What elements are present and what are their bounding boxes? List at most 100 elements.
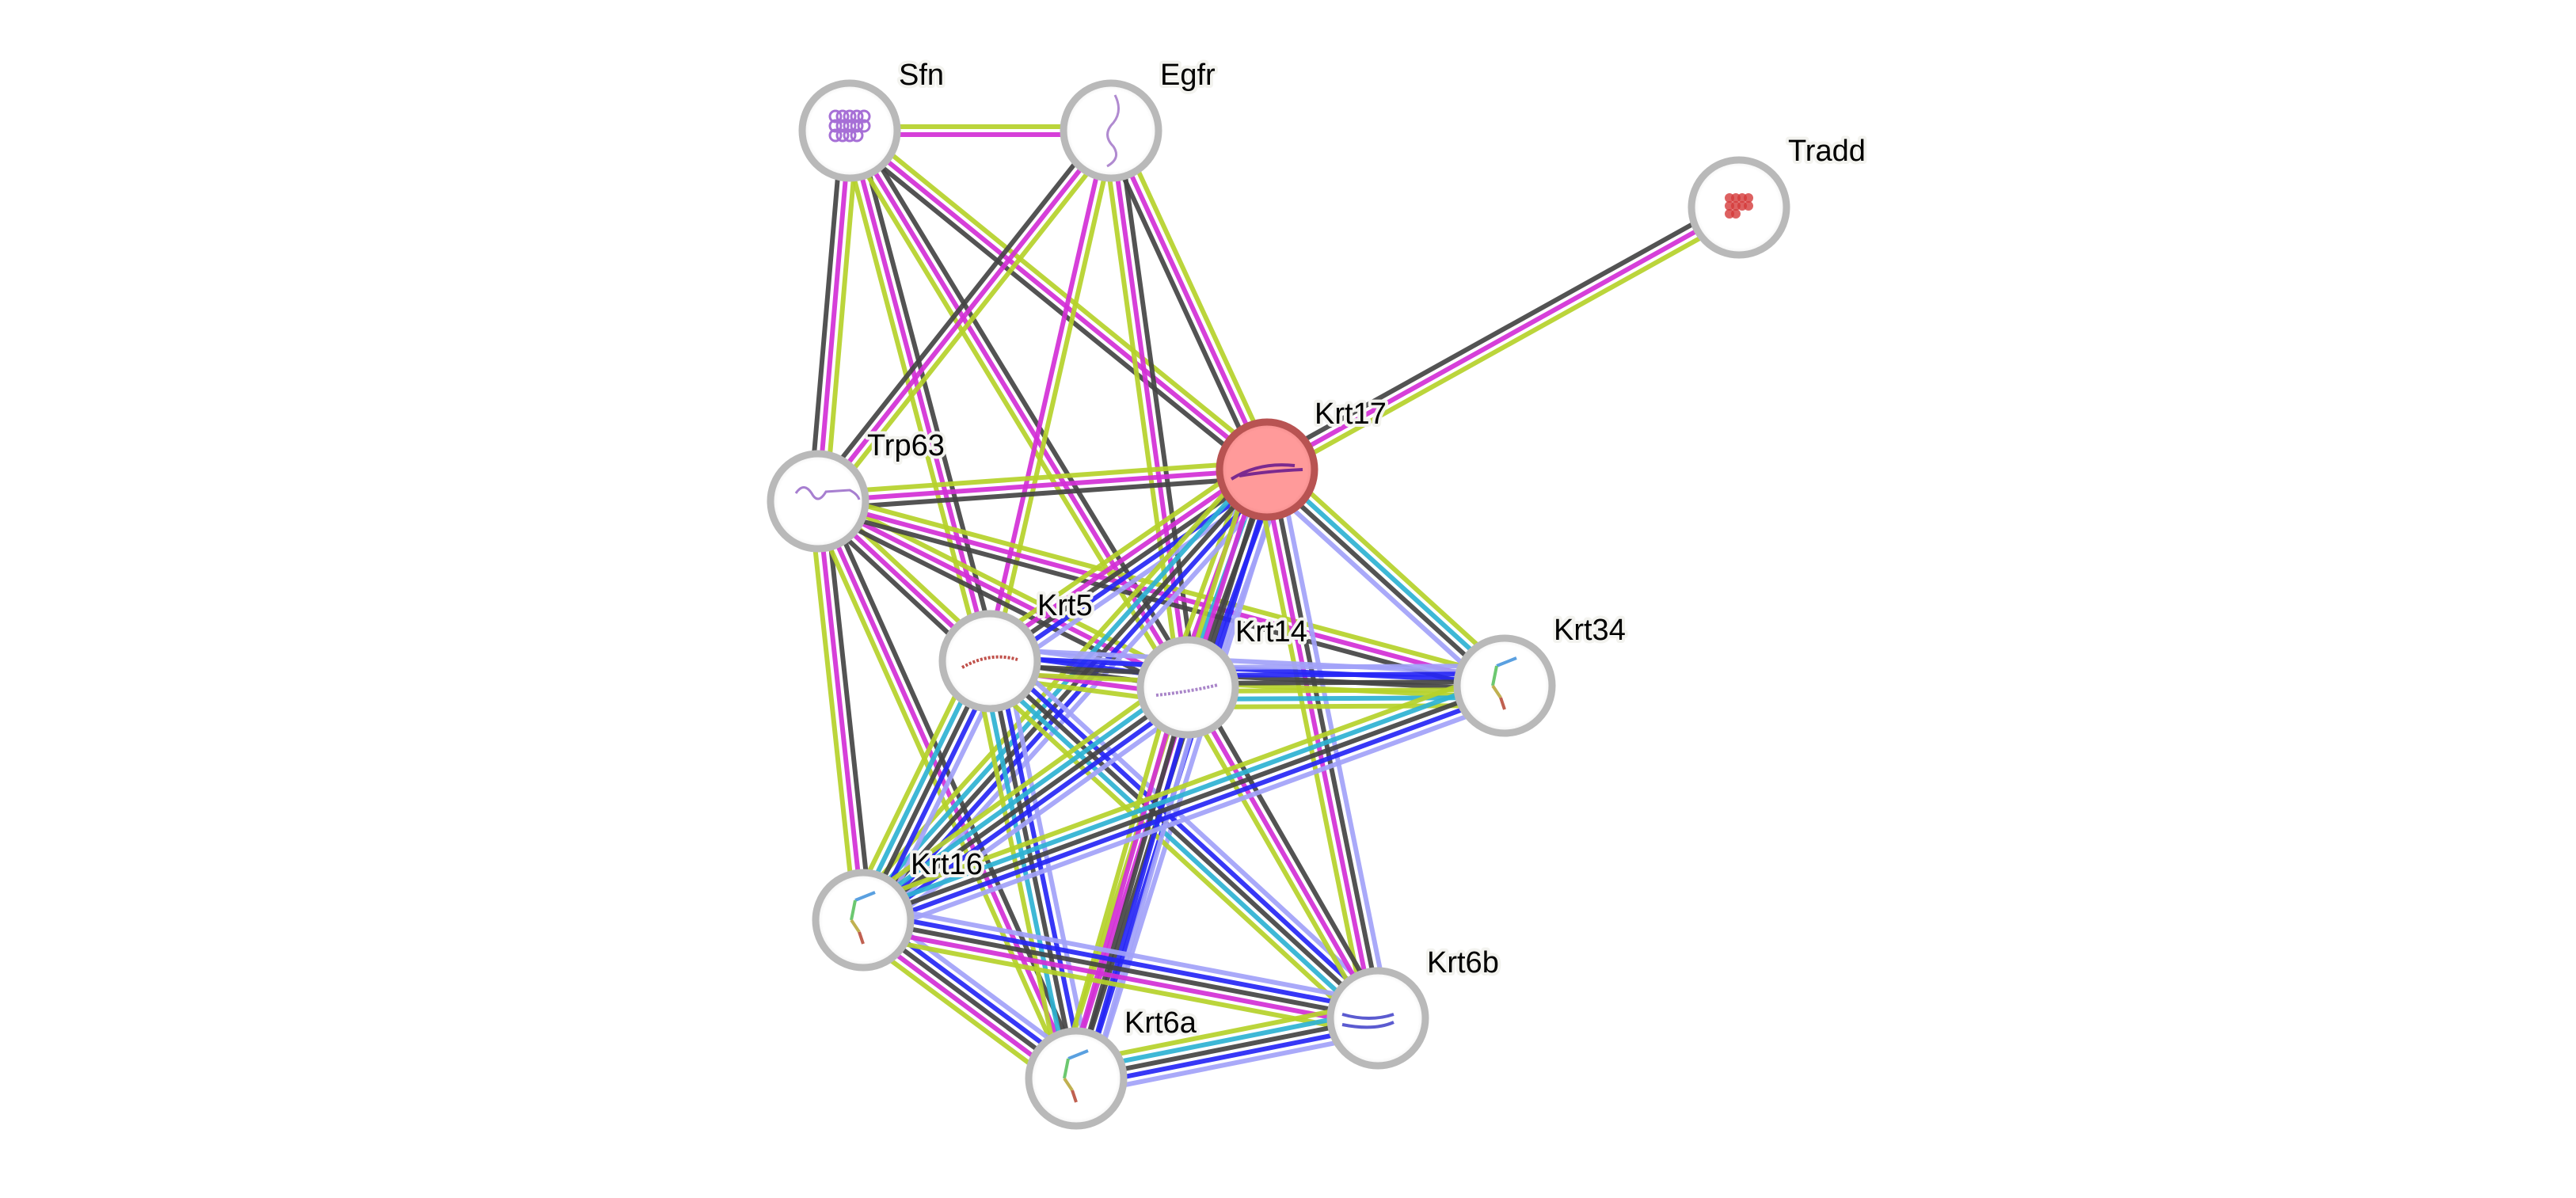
node-label: Krt16 <box>911 848 983 881</box>
edge-krt14-krt6a[interactable] <box>1058 682 1206 1084</box>
evidence-line-textmining <box>852 672 1181 910</box>
evidence-line-homology <box>1257 476 1498 697</box>
protein-structure-icon <box>1341 1013 1395 1029</box>
protein-structure-icon <box>794 486 861 500</box>
edge-krt14-krt6b[interactable] <box>1178 682 1387 1024</box>
evidence-line-textmining <box>1072 1000 1376 1066</box>
node-krt6a[interactable]: Krt6a <box>1025 1003 1200 1130</box>
edge-egfr-krt17[interactable] <box>1102 126 1277 474</box>
evidence-line-coexpression <box>843 135 1264 478</box>
node-krt5[interactable]: Krt5 <box>938 586 1096 713</box>
edge-trp63-krt17[interactable] <box>817 459 1268 512</box>
evidence-line-coexpression <box>823 500 873 920</box>
node-trp63[interactable]: Trp63 <box>767 426 948 553</box>
evidence-line-experiments <box>816 500 866 921</box>
evidence-line-cooccurrence <box>1187 671 1505 679</box>
node-label: Trp63 <box>867 429 945 462</box>
node-tradd[interactable]: Tradd <box>1688 131 1869 259</box>
evidence-line-cooccurrence <box>865 690 1509 930</box>
node-label: Krt5 <box>1037 589 1093 622</box>
evidence-line-coexpression <box>1075 1016 1379 1081</box>
edge-krt34-krt16[interactable] <box>857 668 1511 937</box>
edge-tradd-krt17[interactable] <box>1261 198 1745 479</box>
edge-sfn-krt17[interactable] <box>843 122 1274 478</box>
node-circle[interactable] <box>1453 634 1556 737</box>
node-label: Sfn <box>899 59 944 92</box>
evidence-line-homology <box>870 698 1199 935</box>
evidence-line-coexpression <box>1193 682 1387 1016</box>
node-egfr[interactable]: Egfr <box>1060 55 1219 182</box>
evidence-line-cooccurrence <box>995 659 1086 1078</box>
evidence-line-homology <box>990 647 1505 677</box>
evidence-line-cooccurrence <box>1081 688 1198 1082</box>
edge-trp63-krt16[interactable] <box>808 500 873 922</box>
evidence-line-homology <box>867 698 1511 937</box>
evidence-line-coexpression <box>818 474 1268 512</box>
edge-krt17-krt34[interactable] <box>1257 458 1515 697</box>
node-label: Krt34 <box>1554 614 1626 647</box>
node-circle[interactable] <box>1136 636 1239 739</box>
protein-structure-icon <box>1725 193 1753 219</box>
evidence-line-experiments <box>861 925 1377 1029</box>
edge-krt6a-krt6b[interactable] <box>1072 1000 1382 1097</box>
evidence-line-experiments <box>848 128 1269 472</box>
evidence-line-coexpression <box>1102 132 1262 474</box>
evidence-line-homology <box>1003 657 1094 1076</box>
evidence-line-experiments <box>984 461 1265 657</box>
node-circle[interactable] <box>812 869 915 972</box>
protein-structure-icon <box>850 891 876 945</box>
evidence-line-databases <box>857 679 1185 916</box>
evidence-line-coexpression <box>987 659 1380 1021</box>
evidence-line-textmining <box>979 454 1260 651</box>
edge-egfr-krt5[interactable] <box>984 129 1117 663</box>
node-label: Egfr <box>1160 59 1216 92</box>
evidence-line-databases <box>855 462 1263 917</box>
node-krt17[interactable]: Krt17 <box>1216 394 1390 521</box>
protein-structure-icon <box>1491 656 1517 710</box>
evidence-line-textmining <box>991 131 1117 663</box>
evidence-line-databases <box>859 675 1503 915</box>
node-krt14[interactable]: Krt14 <box>1136 612 1311 739</box>
evidence-line-textmining <box>977 671 1369 1032</box>
evidence-line-homology <box>1079 1031 1382 1097</box>
evidence-line-homology <box>866 902 1382 1006</box>
evidence-line-experiments <box>1265 205 1741 472</box>
node-label: Krt6a <box>1124 1006 1197 1040</box>
evidence-line-cooccurrence <box>992 473 1273 670</box>
evidence-line-coexpression <box>861 467 1269 922</box>
protein-structure-icon <box>1106 94 1120 168</box>
edge-egfr-trp63[interactable] <box>809 124 1120 508</box>
node-circle[interactable] <box>1216 418 1318 521</box>
evidence-line-textmining <box>857 668 1501 908</box>
evidence-line-coexpression <box>1074 686 1190 1079</box>
evidence-line-experiments <box>847 130 992 662</box>
node-label: Krt17 <box>1315 397 1387 431</box>
node-circle[interactable] <box>938 610 1041 713</box>
protein-structure-icon <box>1063 1049 1089 1103</box>
evidence-line-databases <box>983 665 1375 1026</box>
evidence-line-coexpression <box>1187 679 1505 686</box>
evidence-line-textmining <box>822 134 1120 508</box>
node-krt6b[interactable]: Krt6b <box>1326 943 1502 1070</box>
evidence-line-textmining <box>1178 690 1373 1024</box>
evidence-line-textmining <box>1273 458 1515 679</box>
evidence-line-databases <box>1074 1008 1377 1074</box>
evidence-line-cooccurrence <box>1077 1023 1380 1089</box>
evidence-line-experiments <box>984 129 1110 661</box>
node-sfn[interactable]: Sfn <box>798 55 947 182</box>
edge-krt5-krt6a[interactable] <box>972 657 1094 1082</box>
node-label: Tradd <box>1788 135 1866 168</box>
protein-structure-icon <box>961 655 1018 669</box>
node-circle[interactable] <box>1025 1027 1128 1130</box>
node-krt34[interactable]: Krt34 <box>1453 610 1629 737</box>
evidence-line-textmining <box>809 503 1071 1083</box>
node-krt16[interactable]: Krt16 <box>812 845 986 972</box>
node-circle[interactable] <box>1060 79 1162 182</box>
evidence-line-textmining <box>823 131 860 503</box>
edge-krt5-krt6b[interactable] <box>977 648 1391 1032</box>
edge-sfn-trp63[interactable] <box>808 129 860 503</box>
node-circle[interactable] <box>767 450 869 553</box>
evidence-line-experiments <box>817 467 1268 504</box>
